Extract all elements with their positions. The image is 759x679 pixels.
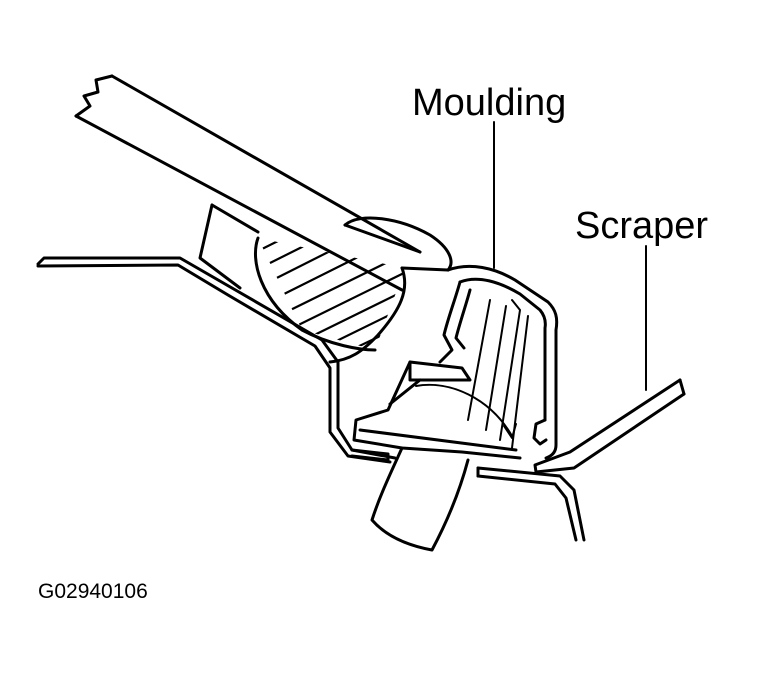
moulding [438,264,559,460]
lower-panel [350,448,586,542]
leader-lines [493,121,647,391]
scraper-label: Scraper [575,205,708,247]
moulding-label: Moulding [412,82,566,124]
retainer-clip [352,360,522,552]
figure-code: G02940106 [38,580,148,603]
tool-head [328,216,453,364]
scraper-blade [533,378,686,474]
grip-block [198,203,405,352]
